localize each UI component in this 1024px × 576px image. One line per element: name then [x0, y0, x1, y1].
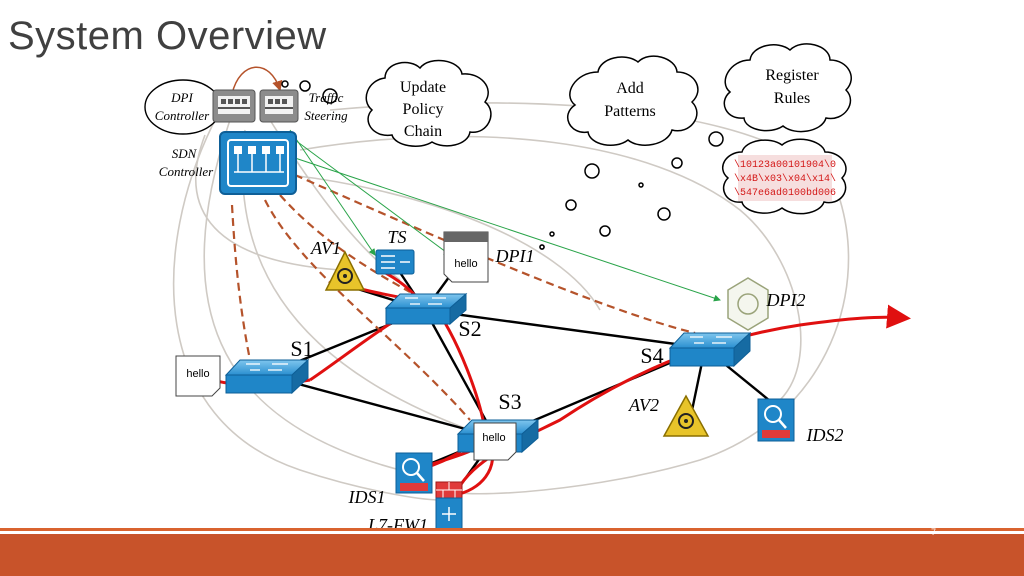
dpi1-label: DPI1	[495, 246, 535, 266]
traffic-steering-server-icon	[259, 89, 299, 123]
dpi1-packet: hello	[443, 231, 489, 283]
steering-arrows	[289, 129, 721, 302]
av1-label: AV1	[310, 238, 341, 258]
s1-packet: hello	[175, 355, 221, 397]
s3-label: S3	[498, 389, 521, 414]
hex-rule-1: \10123a00101904\0	[734, 159, 836, 171]
switch-s4-icon	[668, 331, 752, 368]
hex-rule-3: \547e6ad0100bd006	[734, 187, 836, 199]
av1-biohazard-icon	[324, 250, 366, 291]
l7-fw1-icon	[435, 481, 463, 531]
dpi-controller-label-2: Controller	[155, 108, 210, 123]
ids1-label: IDS1	[348, 487, 386, 507]
s1-label: S1	[290, 336, 313, 361]
l7-fw1-label: L7-FW1	[367, 515, 428, 535]
thought-bubbles	[281, 80, 724, 250]
dpi1-packet-text: hello	[454, 258, 477, 270]
dpi2-label: DPI2	[766, 290, 806, 310]
traffic-steering-label-2: Steering	[304, 108, 348, 123]
cloud-update-line1: Update	[400, 79, 446, 96]
sdn-controller-label-2: Controller	[159, 164, 214, 179]
dpi-controller-label-1: DPI	[170, 90, 193, 105]
hex-rule-2: \x4B\x03\x04\x14\	[734, 173, 836, 185]
switch-s2-icon	[384, 292, 468, 326]
cloud-register-line1: Register	[765, 67, 819, 84]
switch-s1-icon	[224, 358, 310, 395]
s1-packet-text: hello	[186, 368, 209, 380]
av2-label: AV2	[628, 395, 659, 415]
ts-box-icon	[375, 249, 415, 275]
sdn-controller-icon	[219, 131, 297, 195]
dpi2-icon	[727, 277, 769, 331]
cloud-update-line2: Policy	[403, 101, 444, 118]
dpi-controller-ellipse	[144, 79, 222, 135]
cloud-add-line1: Add	[616, 80, 644, 97]
cloud-register-line2: Rules	[774, 90, 810, 107]
page-number: 7	[930, 527, 936, 537]
ts-label: TS	[387, 227, 406, 247]
s4-label: S4	[640, 343, 663, 368]
dpi-to-steering-arrow	[231, 66, 283, 95]
footer-accent-line	[0, 528, 1024, 531]
cloud-add-patterns: Add Patterns	[567, 55, 699, 147]
cloud-hex-rules: \10123a00101904\0 \x4B\x03\x04\x14\ \547…	[722, 138, 847, 215]
cloud-update-line3: Chain	[404, 123, 442, 140]
dpi-controller-server-icon	[212, 89, 256, 123]
network-links	[264, 261, 776, 501]
cloud-register-rules: Register Rules	[723, 43, 852, 133]
cloud-update-policy-chain: Update Policy Chain	[365, 59, 492, 147]
page-title: System Overview	[8, 14, 327, 58]
cloud-add-line2: Patterns	[604, 103, 656, 120]
s3-packet-text: hello	[482, 432, 505, 444]
sdn-dashed-lines	[230, 173, 696, 421]
ids2-icon	[757, 398, 795, 442]
ids1-icon	[395, 452, 433, 494]
av2-biohazard-icon	[662, 394, 710, 437]
sdn-controller-label-1: SDN	[172, 146, 198, 161]
footer-bar	[0, 534, 1024, 576]
s2-label: S2	[458, 316, 481, 341]
s3-packet: hello	[473, 422, 517, 461]
ids2-label: IDS2	[806, 425, 844, 445]
traffic-steering-label-1: Traffic	[309, 90, 344, 105]
